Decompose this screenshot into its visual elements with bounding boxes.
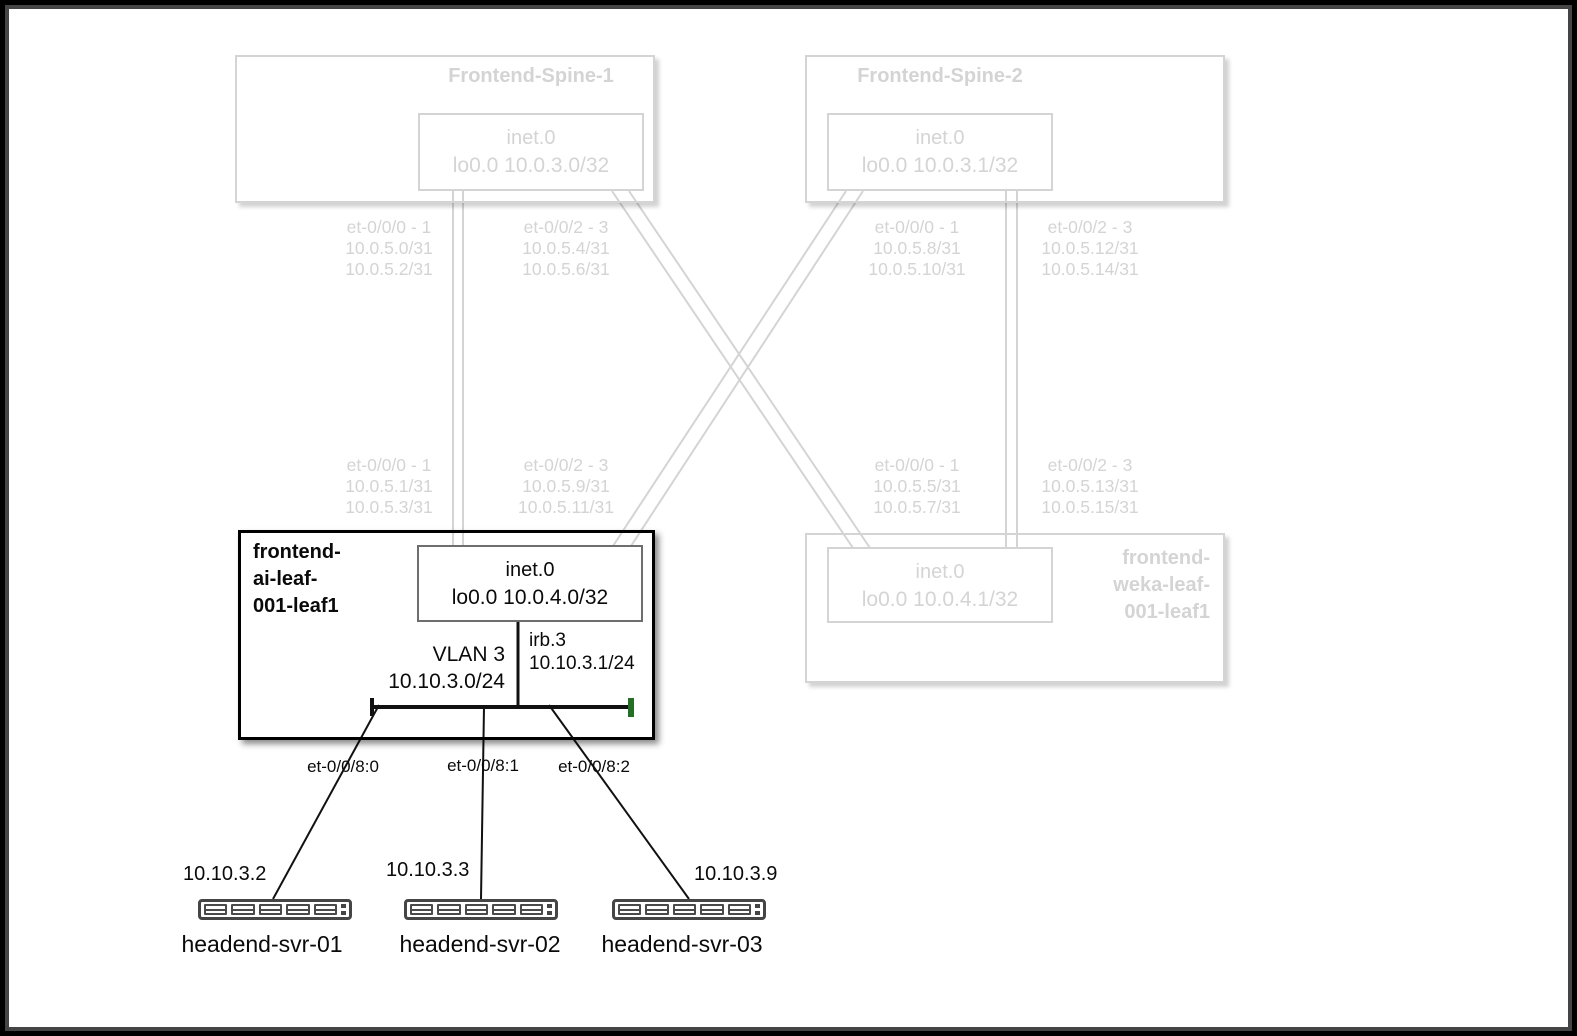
wekaleaf-left-link-label: et-0/0/0 - 1 10.0.5.5/31 10.0.5.7/31 — [812, 455, 1022, 518]
spine2-left-subnet1: 10.0.5.8/31 — [873, 238, 961, 258]
aileaf-left-link-label: et-0/0/0 - 1 10.0.5.1/31 10.0.5.3/31 — [284, 455, 494, 518]
server-led-dots — [755, 904, 761, 915]
server1-ip: 10.10.3.2 — [183, 863, 267, 885]
spine2-right-ports: et-0/0/2 - 3 — [1047, 217, 1133, 237]
spine1-right-subnet1: 10.0.5.4/31 — [522, 238, 610, 258]
server2-ip: 10.10.3.3 — [386, 859, 470, 881]
wekaleaf-title-line1: frontend- — [1122, 547, 1210, 569]
server3-icon[interactable] — [612, 899, 766, 920]
wekaleaf-inet-box: inet.0 lo0.0 10.0.4.1/32 — [827, 547, 1053, 623]
aileaf-left-subnet2: 10.0.5.3/31 — [345, 497, 433, 517]
server-slot — [727, 904, 752, 915]
wekaleaf-right-subnet2: 10.0.5.15/31 — [1041, 497, 1139, 517]
wekaleaf-title: frontend- weka-leaf- 001-leaf1 — [1010, 545, 1210, 626]
spine2-right-link-label: et-0/0/2 - 3 10.0.5.12/31 10.0.5.14/31 — [985, 217, 1195, 280]
server-led-dots — [547, 904, 553, 915]
server2-name: headend-svr-02 — [399, 931, 561, 957]
vlan-subnet: 10.10.3.0/24 — [388, 670, 505, 693]
wekaleaf-left-subnet2: 10.0.5.7/31 — [873, 497, 961, 517]
server-slot — [437, 904, 461, 915]
spine1-left-ports: et-0/0/0 - 1 — [346, 217, 432, 237]
server-slot — [492, 904, 516, 915]
spine1-left-subnet1: 10.0.5.0/31 — [345, 238, 433, 258]
spine1-title: Frontend-Spine-1 — [448, 65, 614, 87]
server-slot — [464, 904, 489, 915]
irb-label: irb.3 10.10.3.1/24 — [529, 629, 659, 675]
server3-ip: 10.10.3.9 — [694, 863, 778, 885]
server-slot — [286, 904, 310, 915]
node-frontend-ai-leaf-001-leaf1[interactable]: frontend- ai-leaf- 001-leaf1 inet.0 lo0.… — [238, 530, 655, 740]
spine2-loopback: lo0.0 10.0.3.1/32 — [861, 154, 1019, 177]
wekaleaf-right-ports: et-0/0/2 - 3 — [1047, 455, 1133, 475]
server-slot — [204, 904, 228, 915]
access-port-label-0: et-0/0/8:0 — [307, 757, 379, 776]
spine1-left-link-label: et-0/0/0 - 1 10.0.5.0/31 10.0.5.2/31 — [284, 217, 494, 280]
aileaf-title: frontend- ai-leaf- 001-leaf1 — [253, 539, 423, 620]
spine2-inet-label: inet.0 — [915, 127, 965, 149]
spine2-right-subnet2: 10.0.5.14/31 — [1041, 259, 1139, 279]
aileaf-right-link-label: et-0/0/2 - 3 10.0.5.9/31 10.0.5.11/31 — [461, 455, 671, 518]
server-slot — [410, 904, 434, 915]
server-slot — [645, 904, 669, 915]
aileaf-inet-box: inet.0 lo0.0 10.0.4.0/32 — [417, 545, 643, 622]
spine2-left-subnet2: 10.0.5.10/31 — [868, 259, 966, 279]
spine1-loopback: lo0.0 10.0.3.0/32 — [452, 154, 610, 177]
spine2-inet-box: inet.0 lo0.0 10.0.3.1/32 — [827, 113, 1053, 191]
node-frontend-spine-1[interactable]: Frontend-Spine-1 inet.0 lo0.0 10.0.3.0/3… — [235, 55, 655, 203]
node-frontend-weka-leaf-001-leaf1[interactable]: inet.0 lo0.0 10.0.4.1/32 frontend- weka-… — [805, 533, 1225, 683]
spine1-right-subnet2: 10.0.5.6/31 — [522, 259, 610, 279]
server-slot — [519, 904, 544, 915]
aileaf-title-line2: ai-leaf- — [253, 568, 318, 590]
wekaleaf-left-ports: et-0/0/0 - 1 — [874, 455, 960, 475]
spine1-right-ports: et-0/0/2 - 3 — [523, 217, 609, 237]
aileaf-loopback: lo0.0 10.0.4.0/32 — [451, 586, 609, 609]
access-port-label-2: et-0/0/8:2 — [558, 757, 630, 776]
wekaleaf-title-line3: 001-leaf1 — [1124, 601, 1210, 623]
server-slot — [313, 904, 338, 915]
wekaleaf-right-link-label: et-0/0/2 - 3 10.0.5.13/31 10.0.5.15/31 — [985, 455, 1195, 518]
aileaf-title-line3: 001-leaf1 — [253, 595, 339, 617]
vlan-label: VLAN 3 10.10.3.0/24 — [335, 641, 505, 695]
aileaf-left-ports: et-0/0/0 - 1 — [346, 455, 432, 475]
server-slot — [700, 904, 724, 915]
server3-name: headend-svr-03 — [601, 931, 763, 957]
irb-ip: 10.10.3.1/24 — [529, 653, 635, 674]
spine2-right-subnet1: 10.0.5.12/31 — [1041, 238, 1139, 258]
wekaleaf-right-subnet1: 10.0.5.13/31 — [1041, 476, 1139, 496]
wekaleaf-inet-label: inet.0 — [915, 561, 965, 583]
aileaf-right-subnet2: 10.0.5.11/31 — [517, 497, 614, 517]
node-frontend-spine-2[interactable]: Frontend-Spine-2 inet.0 lo0.0 10.0.3.1/3… — [805, 55, 1225, 203]
aileaf-inet-label: inet.0 — [505, 559, 555, 581]
wekaleaf-loopback: lo0.0 10.0.4.1/32 — [861, 588, 1019, 611]
server2-icon[interactable] — [404, 899, 558, 920]
server-slot — [672, 904, 697, 915]
spine1-left-subnet2: 10.0.5.2/31 — [345, 259, 433, 279]
vlan-name: VLAN 3 — [432, 643, 505, 666]
spine1-right-link-label: et-0/0/2 - 3 10.0.5.4/31 10.0.5.6/31 — [461, 217, 671, 280]
spine2-title: Frontend-Spine-2 — [857, 65, 1023, 87]
aileaf-right-ports: et-0/0/2 - 3 — [523, 455, 609, 475]
server1-name: headend-svr-01 — [181, 931, 343, 957]
spine2-left-ports: et-0/0/0 - 1 — [874, 217, 960, 237]
aileaf-right-subnet1: 10.0.5.9/31 — [522, 476, 610, 496]
spine2-left-link-label: et-0/0/0 - 1 10.0.5.8/31 10.0.5.10/31 — [812, 217, 1022, 280]
wekaleaf-title-line2: weka-leaf- — [1113, 574, 1210, 596]
aileaf-title-line1: frontend- — [253, 541, 341, 563]
server-slot — [618, 904, 642, 915]
aileaf-left-subnet1: 10.0.5.1/31 — [345, 476, 433, 496]
server-slot — [231, 904, 255, 915]
irb-name: irb.3 — [529, 630, 566, 651]
server-slot — [258, 904, 283, 915]
wekaleaf-left-subnet1: 10.0.5.5/31 — [873, 476, 961, 496]
spine1-inet-box: inet.0 lo0.0 10.0.3.0/32 — [418, 113, 644, 191]
spine1-inet-label: inet.0 — [506, 127, 556, 149]
server-led-dots — [341, 904, 347, 915]
server1-icon[interactable] — [198, 899, 352, 920]
